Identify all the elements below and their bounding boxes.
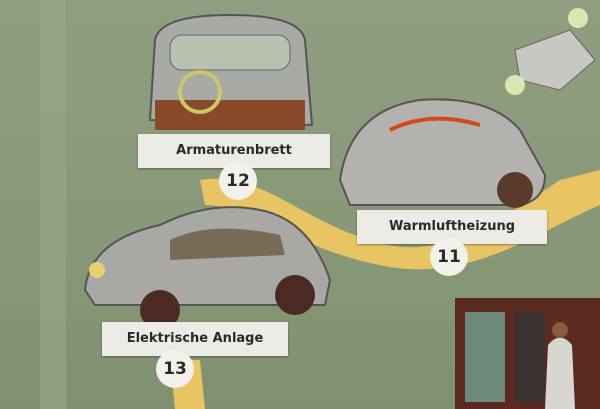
station-number-13: 13 bbox=[156, 350, 194, 388]
steering-wheel-icon bbox=[178, 70, 222, 114]
conveyor-ribbon bbox=[200, 170, 600, 270]
station-number-12: 12 bbox=[219, 162, 257, 200]
worker bbox=[545, 337, 575, 409]
electric-car-body bbox=[83, 206, 332, 330]
factory-door bbox=[455, 298, 600, 409]
station-label-elektrische-anlage: Elektrische Anlage bbox=[102, 322, 288, 356]
heater-car-body bbox=[338, 98, 547, 208]
station-number-11: 11 bbox=[430, 238, 468, 276]
dashboard-body bbox=[148, 13, 314, 130]
chassis-part bbox=[505, 8, 596, 95]
pillar bbox=[40, 0, 66, 409]
